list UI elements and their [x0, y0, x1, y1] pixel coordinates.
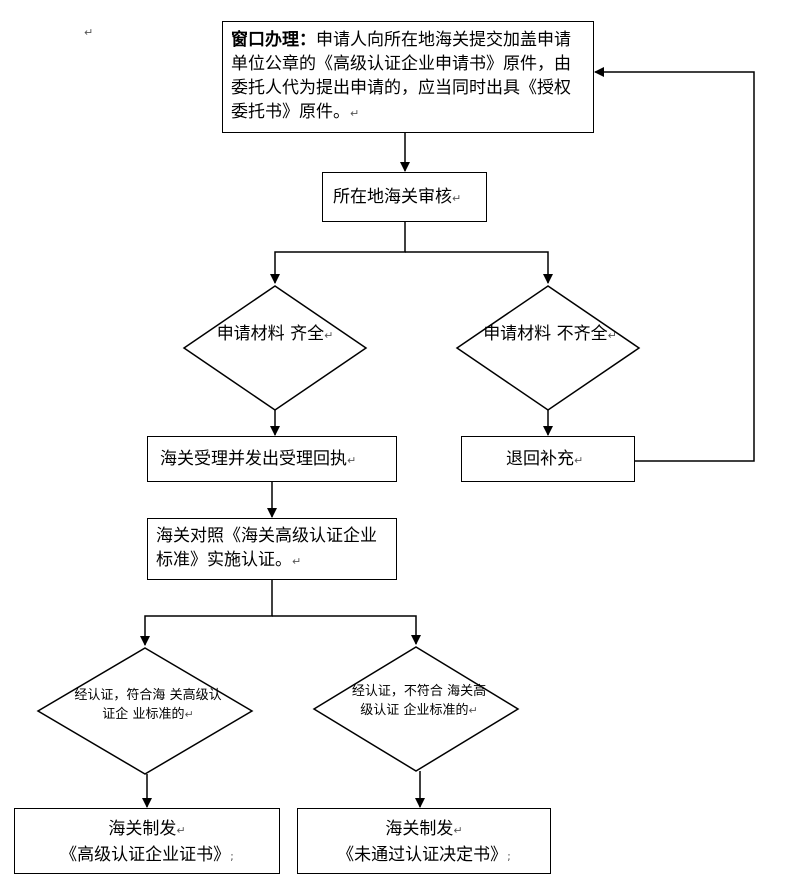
stray-paragraph-mark: ↵	[84, 26, 94, 39]
diamond-line: 关高级认证企	[102, 688, 222, 722]
paragraph-mark: ↵	[292, 555, 302, 568]
arrow-return-to-window	[594, 67, 755, 462]
certification-text: 海关对照《海关高级认证企业标准》实施认证。	[156, 526, 377, 570]
diamond-line: 申请材料	[216, 324, 285, 344]
paragraph-mark: ↵	[324, 329, 334, 342]
return-supplement-text: 退回补充	[506, 449, 574, 469]
materials-incomplete-label: 申请材料 不齐全↵	[475, 322, 625, 348]
diamond-line: 海关高级认证	[360, 684, 487, 718]
diamond-line: 不齐全	[556, 324, 608, 344]
window-handling-label: 窗口办理：	[231, 30, 316, 50]
paragraph-mark: ↵	[347, 454, 357, 467]
diamond-line: 业标准的	[132, 707, 185, 722]
materials-complete-label: 申请材料 齐全↵	[200, 322, 350, 348]
customs-review-text: 所在地海关审核	[333, 187, 452, 207]
accept-receipt-box: 海关受理并发出受理回执↵	[147, 436, 397, 482]
decision-meets-standard	[36, 647, 254, 775]
meets-standard-label: 经认证，符合海 关高级认证企 业标准的↵	[73, 686, 223, 724]
decision-fails-standard	[312, 646, 520, 772]
connector-certify-split-right	[272, 615, 421, 645]
semicolon-mark: ;	[507, 850, 511, 863]
issue-decision-line2: 《未通过认证决定书》	[337, 845, 508, 865]
issue-decision-box: 海关制发↵ 《未通过认证决定书》;	[297, 808, 551, 874]
customs-review-box: 所在地海关审核↵	[322, 172, 487, 222]
issue-certificate-line2: 《高级认证企业证书》	[60, 845, 231, 865]
issue-certificate-line1: 海关制发	[108, 819, 177, 839]
semicolon-mark: ;	[230, 850, 234, 863]
paragraph-mark: ↵	[468, 704, 478, 717]
paragraph-mark: ↵	[453, 824, 463, 837]
window-handling-text: 申请人向所在地海关提交加盖申请单位公章的《高级认证企业申请书》原件，由委托人代为…	[231, 30, 571, 122]
certification-box: 海关对照《海关高级认证企业标准》实施认证。↵	[147, 518, 397, 580]
connector-certify-split	[140, 580, 273, 646]
diamond-line: 申请材料	[483, 324, 552, 344]
accept-receipt-text: 海关受理并发出受理回执	[160, 449, 347, 469]
diamond-line: 经认证，不符合	[351, 684, 443, 699]
issue-certificate-box: 海关制发↵ 《高级认证企业证书》;	[14, 808, 280, 874]
paragraph-mark: ↵	[176, 824, 186, 837]
return-supplement-box: 退回补充↵	[461, 436, 635, 482]
window-handling-box: 窗口办理：申请人向所在地海关提交加盖申请单位公章的《高级认证企业申请书》原件，由…	[222, 21, 594, 133]
paragraph-mark: ↵	[607, 329, 617, 342]
diamond-line: 经认证，符合海	[74, 688, 166, 703]
diamond-line: 齐全	[290, 324, 325, 344]
decision-materials-complete	[182, 285, 368, 411]
paragraph-mark: ↵	[452, 192, 462, 205]
paragraph-mark: ↵	[574, 454, 584, 467]
decision-materials-incomplete	[455, 285, 641, 411]
diamond-line: 企业标准的	[403, 703, 469, 718]
connector-review-split-right	[405, 251, 553, 284]
issue-decision-line1: 海关制发	[385, 819, 454, 839]
paragraph-mark: ↵	[184, 708, 194, 721]
connector-review-split	[270, 222, 406, 284]
fails-standard-label: 经认证，不符合 海关高级认证 企业标准的↵	[348, 682, 490, 720]
paragraph-mark: ↵	[350, 107, 360, 120]
